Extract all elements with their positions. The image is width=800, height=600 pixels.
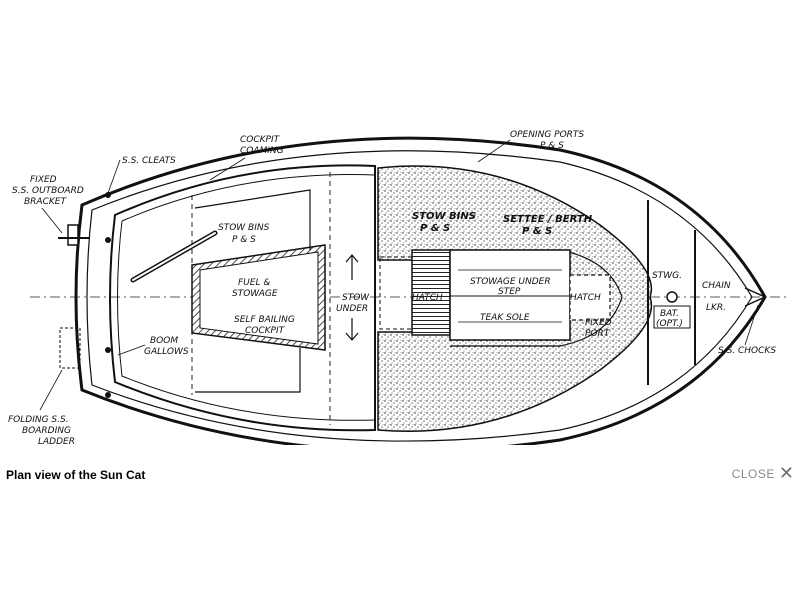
hull-outline — [74, 136, 767, 445]
forward-hatch — [569, 274, 611, 321]
label-cockpit-coaming: COCKPIT — [240, 135, 281, 145]
svg-text:P & S: P & S — [540, 141, 564, 151]
svg-text:COAMING: COAMING — [240, 146, 284, 156]
companionway-step — [411, 249, 451, 336]
svg-text:BRACKET: BRACKET — [24, 197, 67, 207]
svg-text:P & S: P & S — [420, 223, 450, 234]
boat-plan-drawing: COCKPIT COAMING S.S. CLEATS FIXED S.S. O… — [0, 100, 800, 445]
label-opening-ports: OPENING PORTS — [510, 130, 584, 140]
svg-text:STOWAGE: STOWAGE — [232, 289, 278, 299]
label-fuel-stowage: FUEL & — [238, 278, 270, 288]
cockpit-coaming — [109, 164, 376, 432]
label-stow-bins-cockpit: STOW BINS — [218, 223, 270, 233]
label-stow-bins-cabin: STOW BINS — [412, 211, 476, 222]
svg-text:S.S. OUTBOARD: S.S. OUTBOARD — [12, 186, 84, 196]
label-fixed-port: FIXED — [585, 318, 612, 328]
label-outboard-bracket: FIXED — [30, 175, 57, 185]
label-boarding-ladder: FOLDING S.S. — [8, 415, 69, 425]
svg-text:(OPT.): (OPT.) — [656, 319, 683, 329]
label-hatch-aft: HATCH — [412, 293, 443, 303]
svg-text:GALLOWS: GALLOWS — [144, 347, 189, 357]
svg-text:UNDER: UNDER — [336, 304, 368, 314]
label-ss-chocks: S.S. CHOCKS — [718, 346, 776, 356]
svg-text:LADDER: LADDER — [38, 437, 75, 445]
close-x-icon[interactable]: ✕ — [778, 463, 794, 484]
svg-text:PORT: PORT — [585, 329, 611, 339]
close-button[interactable]: CLOSE ✕ — [731, 463, 794, 484]
label-teak-sole: TEAK SOLE — [480, 313, 530, 323]
svg-text:STEP: STEP — [498, 287, 521, 297]
label-stwg: STWG. — [652, 271, 682, 281]
deck-line — [86, 150, 753, 442]
label-chain-lkr: CHAIN — [702, 281, 731, 291]
image-caption: Plan view of the Sun Cat — [6, 468, 146, 482]
svg-text:BOARDING: BOARDING — [22, 426, 71, 436]
svg-text:P & S: P & S — [522, 226, 552, 237]
label-stowage-under-step: STOWAGE UNDER — [470, 277, 551, 287]
svg-text:LKR.: LKR. — [706, 303, 726, 313]
label-hatch-fwd: HATCH — [570, 293, 601, 303]
label-settee-berth: SETTEE / BERTH — [503, 214, 593, 225]
battery-box — [653, 305, 691, 329]
label-self-bailing-cockpit: SELF BAILING — [234, 315, 295, 325]
svg-text:P & S: P & S — [232, 235, 256, 245]
label-boom-gallows: BOOM — [150, 336, 178, 346]
label-ss-cleats: S.S. CLEATS — [122, 156, 176, 166]
label-battery: BAT. — [660, 309, 679, 319]
close-label: CLOSE — [731, 467, 775, 481]
label-stow-under: STOW — [342, 293, 370, 303]
svg-text:COCKPIT: COCKPIT — [245, 326, 286, 336]
